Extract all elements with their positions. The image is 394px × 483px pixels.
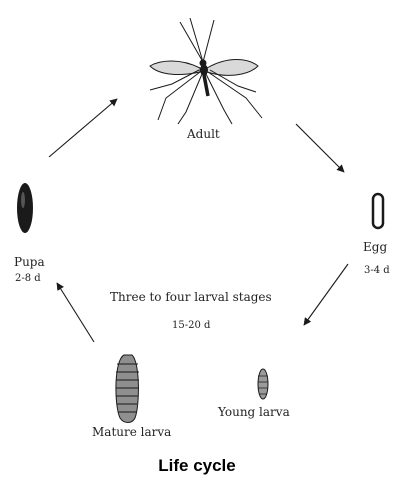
pupa-duration: 2-8 d bbox=[15, 273, 41, 284]
young-larva-icon bbox=[258, 369, 268, 399]
arrow-egg-to-young-larva bbox=[304, 264, 348, 325]
pupa-icon bbox=[17, 183, 33, 233]
arrow-adult-to-egg bbox=[296, 124, 344, 172]
arrow-pupa-to-adult bbox=[49, 99, 117, 157]
young-larva-label: Young larva bbox=[218, 405, 290, 419]
mature-larva-label: Mature larva bbox=[92, 425, 171, 439]
adult-label: Adult bbox=[187, 127, 220, 141]
egg-duration: 3-4 d bbox=[364, 265, 390, 276]
pupa-label: Pupa bbox=[14, 255, 45, 269]
larval-stages-label: Three to four larval stages bbox=[110, 290, 272, 304]
arrow-larva-to-pupa bbox=[57, 283, 94, 342]
figure-caption: Life cycle bbox=[0, 456, 394, 476]
egg-label: Egg bbox=[363, 240, 387, 254]
mosquito-icon bbox=[150, 18, 262, 124]
larval-stages-duration: 15-20 d bbox=[172, 320, 210, 331]
egg-icon bbox=[373, 194, 383, 228]
mature-larva-icon bbox=[116, 355, 139, 423]
